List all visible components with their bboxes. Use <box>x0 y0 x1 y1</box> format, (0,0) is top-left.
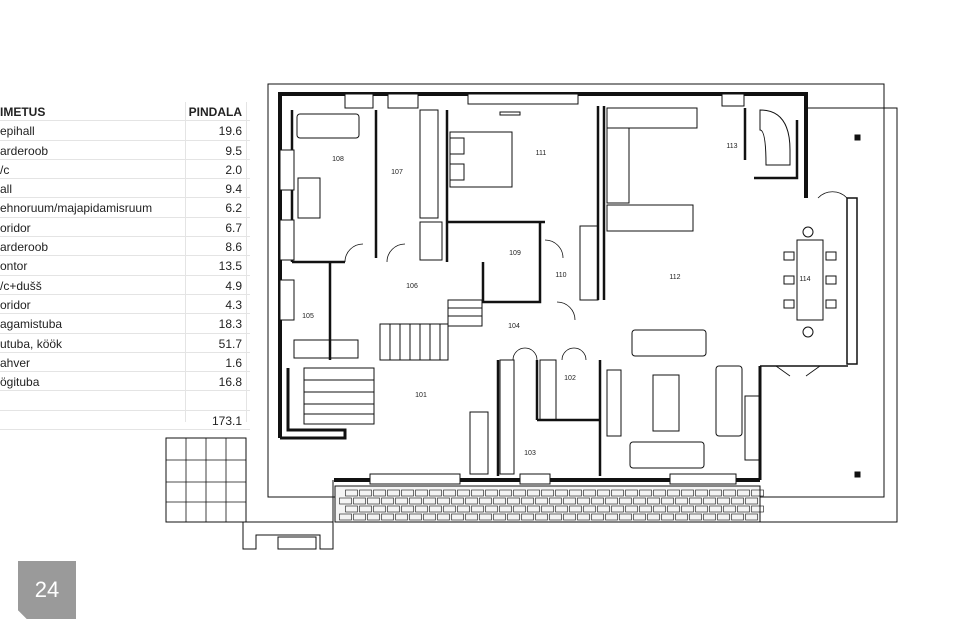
room-name: arderoob <box>0 240 49 255</box>
room-name: ahver <box>0 355 31 370</box>
bed <box>449 131 513 188</box>
room-name: all <box>0 182 13 197</box>
room-area: 4.9 <box>225 278 242 293</box>
table-row: ontor 13.5 <box>0 256 250 276</box>
room-area: 173.1 <box>211 413 242 428</box>
room-name: agamistuba <box>0 317 63 332</box>
table-row: oridor 6.7 <box>0 218 250 238</box>
room-area-table: IMETUS PINDALA epihall 19.6 arderoob 9.5/c 2… <box>0 102 250 431</box>
coffee-table <box>652 374 680 432</box>
room-label-105: 105 <box>302 313 314 320</box>
room-area: 6.7 <box>225 220 242 235</box>
table-row: ögituba 16.8 <box>0 372 250 392</box>
room-label-101: 101 <box>415 392 427 399</box>
room-name: oridor <box>0 297 31 312</box>
room-name: epihall <box>0 124 35 139</box>
room-area: 6.2 <box>225 201 242 216</box>
room-name: ontor <box>0 259 28 274</box>
room-label-108: 108 <box>332 156 344 163</box>
sofa <box>631 329 707 357</box>
room-area: 51.7 <box>218 336 242 351</box>
sofa <box>629 441 705 469</box>
room-name: /c <box>0 162 10 177</box>
table-divider <box>246 102 247 422</box>
room-area: 19.6 <box>218 124 242 139</box>
room-label-107: 107 <box>391 169 403 176</box>
room-area: 9.5 <box>225 143 242 158</box>
table-row: all 9.4 <box>0 179 250 199</box>
room-name: /c+dušš <box>0 278 42 293</box>
room-label-109: 109 <box>509 250 521 257</box>
room-area: 16.8 <box>218 375 242 390</box>
table-row: oridor 4.3 <box>0 295 250 315</box>
table-row: ehnoruum/majapidamisruum 6.2 <box>0 198 250 218</box>
table-row: agamistuba 18.3 <box>0 314 250 334</box>
room-name: ehnoruum/majapidamisruum <box>0 201 153 216</box>
table-header: IMETUS PINDALA <box>0 102 250 122</box>
room-label-102: 102 <box>564 375 576 382</box>
room-area: 13.5 <box>218 259 242 274</box>
room-name: arderoob <box>0 143 49 158</box>
room-area: 1.6 <box>225 355 242 370</box>
table-row: utuba, köök 51.7 <box>0 334 250 353</box>
table-row: epihall 19.6 <box>0 121 250 141</box>
table-row <box>0 391 250 411</box>
table-row: arderoob 8.6 <box>0 237 250 257</box>
room-area: 2.0 <box>225 162 242 177</box>
table-row: /c 2.0 <box>0 160 250 180</box>
room-label-104: 104 <box>508 323 520 330</box>
dining-table <box>796 239 824 321</box>
site-outline <box>267 83 885 498</box>
room-name: oridor <box>0 220 31 235</box>
table-row: 173.1 <box>0 411 250 431</box>
room-label-110: 110 <box>555 272 566 279</box>
table-row: ahver 1.6 <box>0 353 250 373</box>
header-name: IMETUS <box>0 105 46 119</box>
header-area: PINDALA <box>188 105 242 119</box>
table-row: arderoob 9.5 <box>0 141 250 160</box>
kitchen-island <box>606 204 694 232</box>
room-label-114: 114 <box>799 276 810 283</box>
sofa <box>296 113 360 139</box>
room-name: ögituba <box>0 375 40 390</box>
table-row: /c+dušš 4.9 <box>0 276 250 295</box>
room-label-106: 106 <box>406 283 418 290</box>
room-area: 4.3 <box>225 297 242 312</box>
room-area: 18.3 <box>218 317 242 332</box>
room-area: 8.6 <box>225 240 242 255</box>
room-area: 9.4 <box>225 182 242 197</box>
page-number-badge: 24 <box>18 561 76 619</box>
room-label-103: 103 <box>524 450 536 457</box>
room-label-111: 111 <box>536 150 547 157</box>
terrace-outline <box>760 107 898 523</box>
room-name: utuba, köök <box>0 336 63 351</box>
table-divider <box>185 102 186 422</box>
window-wall <box>846 197 858 365</box>
room-label-112: 112 <box>669 274 680 281</box>
room-label-113: 113 <box>726 143 737 150</box>
